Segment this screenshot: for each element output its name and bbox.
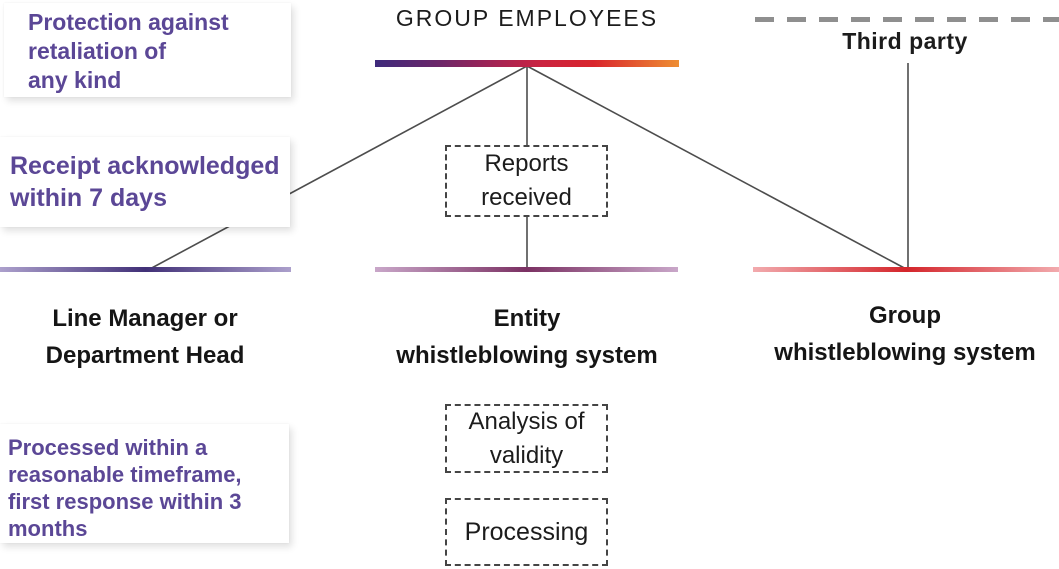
note-receipt-acknowledged: Receipt acknowledged within 7 days — [0, 137, 290, 227]
third-party-label: Third party — [842, 28, 968, 54]
channel-label-line-manager: Line Manager or Department Head — [45, 305, 245, 369]
analysis-of-validity-box: Analysis of validity — [445, 404, 608, 473]
entity-system-gradient-bar — [375, 267, 678, 272]
third-party-dashed-line — [755, 17, 1059, 22]
reports-received-box: Reports received — [445, 145, 608, 217]
note-protection-against-retaliation: Protection against retaliation of any ki… — [4, 3, 291, 97]
group-system-gradient-bar — [753, 267, 1059, 272]
group-employees-title: GROUP EMPLOYEES — [395, 5, 659, 31]
connector-employees-to-line-manager — [147, 65, 528, 271]
group-employees-gradient-bar — [375, 60, 679, 67]
note-processing-timeframe: Processed within a reasonable timeframe,… — [0, 424, 289, 543]
connector-employees-to-group-system — [526, 65, 909, 271]
channel-label-entity-whistleblowing-system: Entity whistleblowing system — [396, 305, 658, 369]
line-manager-gradient-bar — [0, 267, 291, 272]
processing-box: Processing — [445, 498, 608, 566]
channel-label-group-whistleblowing-system: Group whistleblowing system — [774, 302, 1036, 366]
